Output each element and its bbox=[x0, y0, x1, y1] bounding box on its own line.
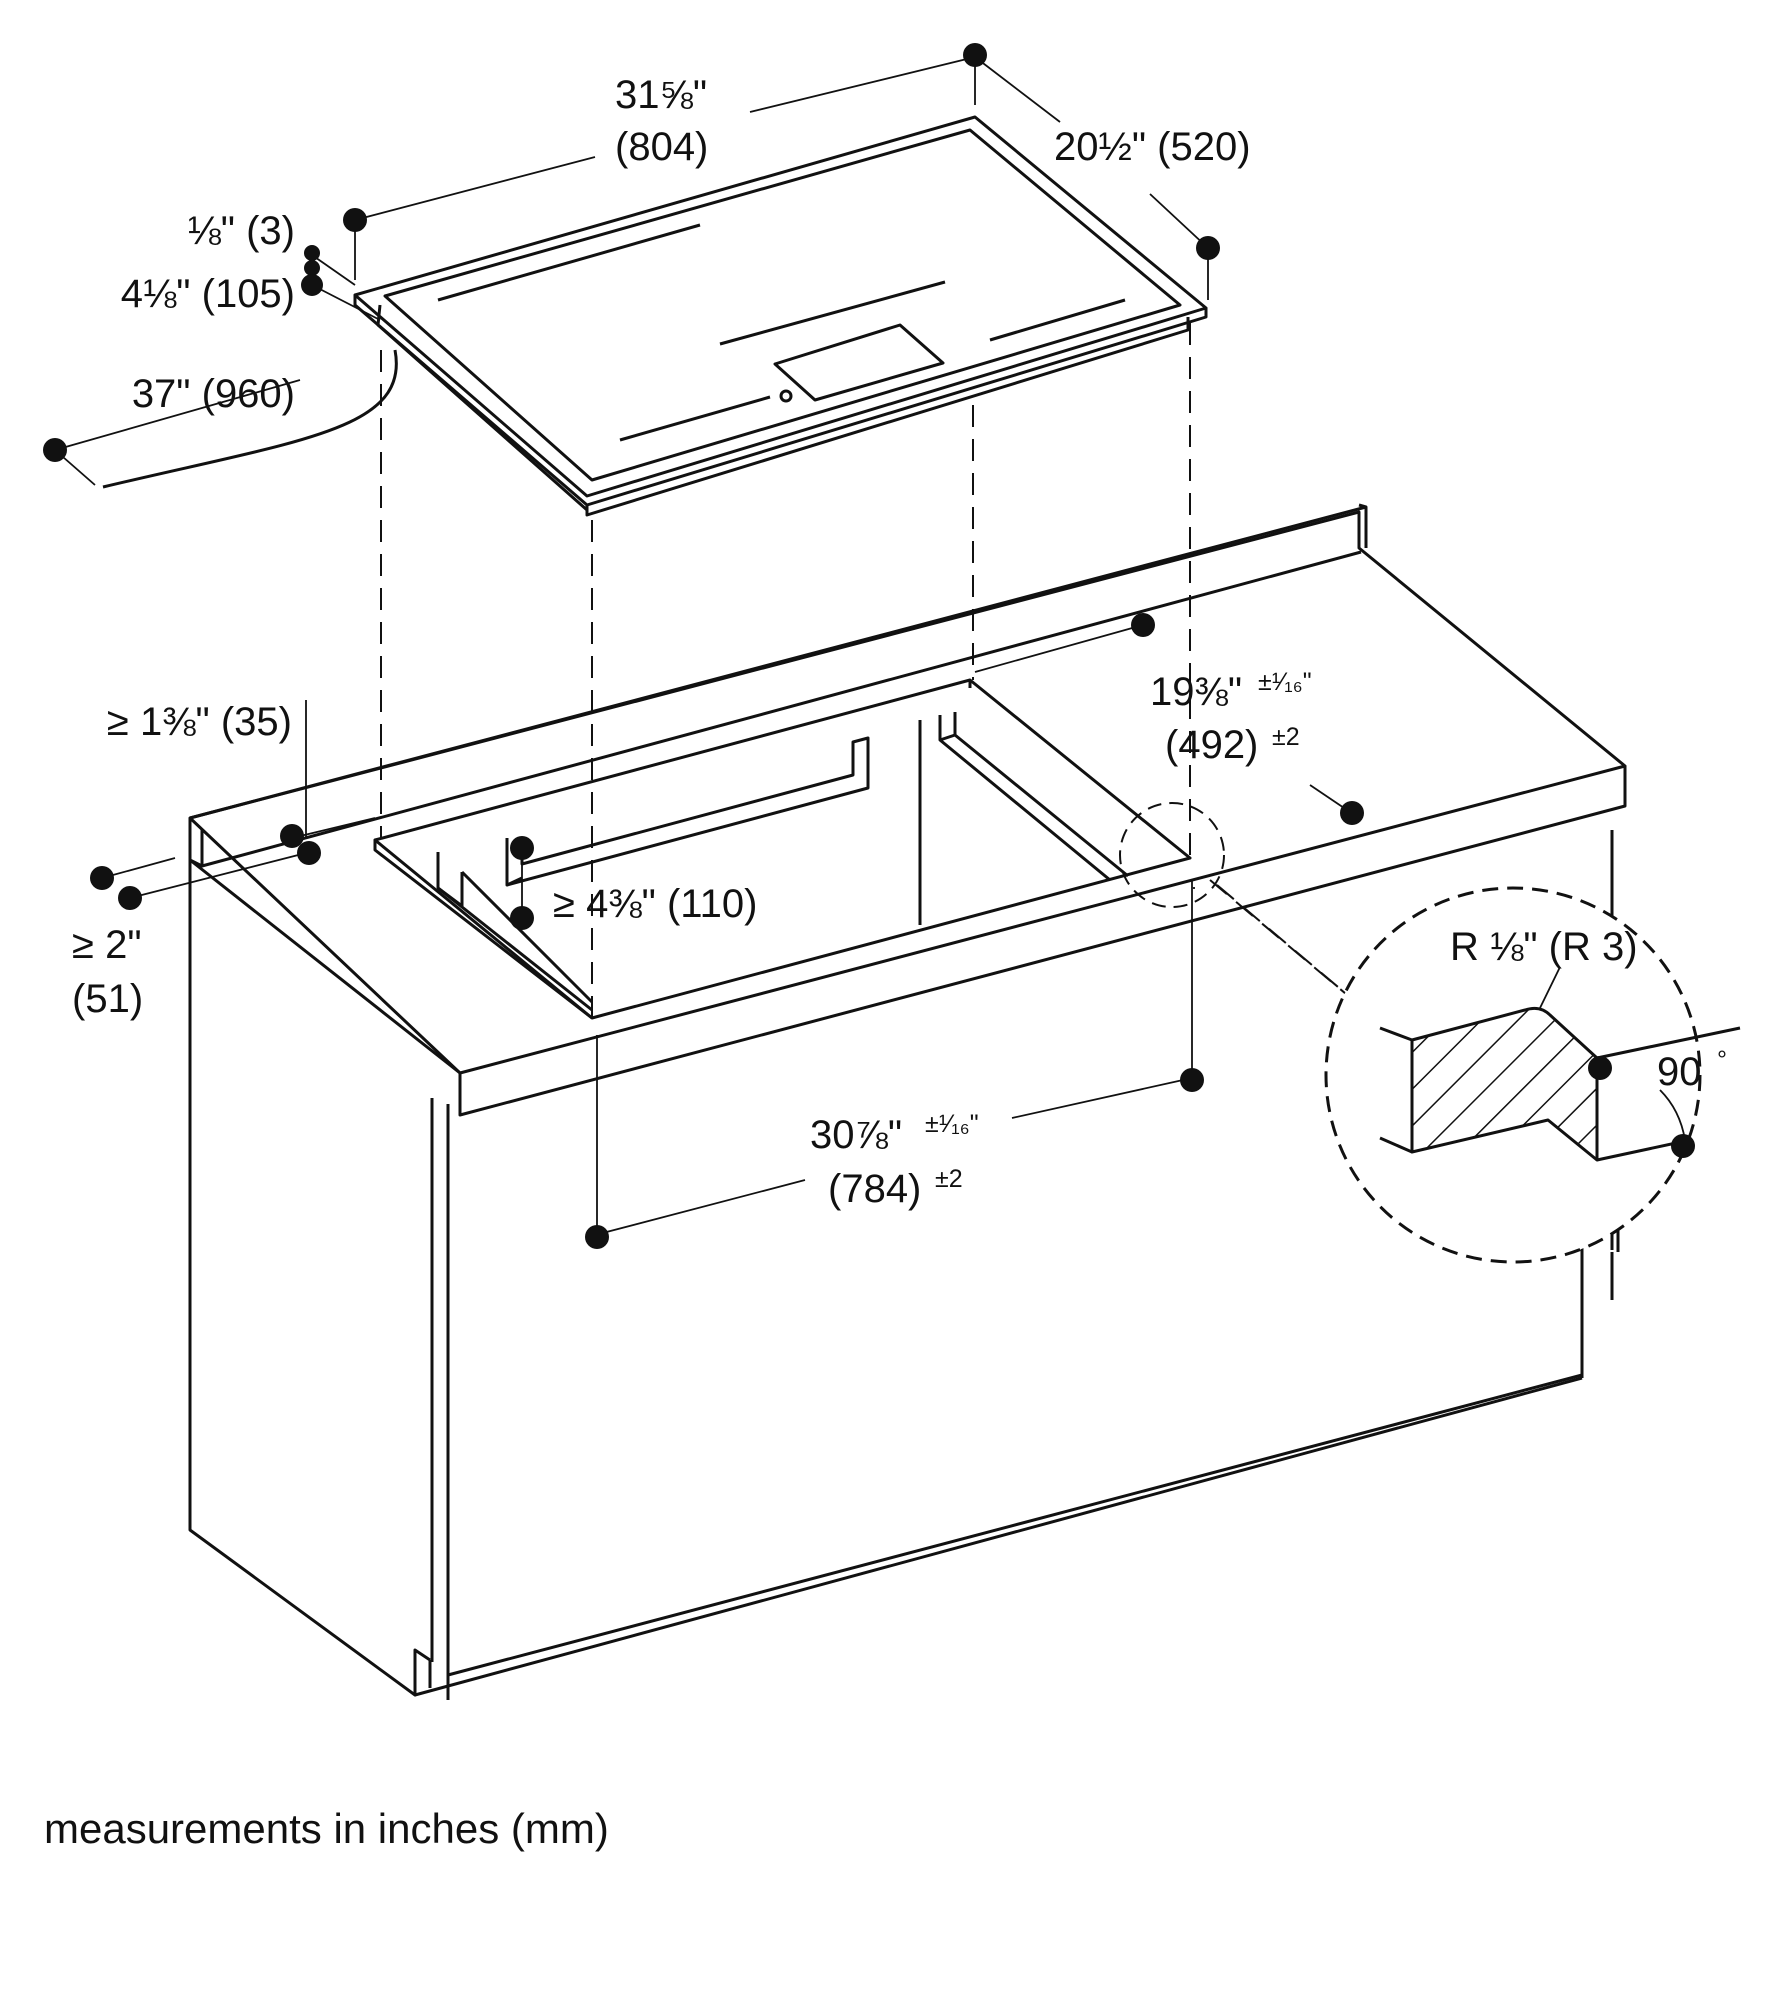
power-cable bbox=[102, 349, 398, 489]
label-detail-radius: R ⅛" (R 3) bbox=[1450, 925, 1638, 969]
label-cutout-depth-mm: (492) bbox=[1165, 723, 1258, 767]
label-cutout-depth-tol: ±¹⁄₁₆" bbox=[1258, 668, 1312, 696]
label-cutout-width-mm: (784) bbox=[828, 1167, 921, 1211]
label-frame-thickness: ⅛" (3) bbox=[187, 209, 295, 253]
label-cutout-depth-mm-tol: ±2 bbox=[1272, 723, 1300, 751]
label-cutout-depth: 19⅜" bbox=[1150, 670, 1242, 714]
edge-detail bbox=[1324, 886, 1741, 1264]
dimension-markers bbox=[43, 43, 1364, 1249]
label-cutout-width-tol: ±¹⁄₁₆" bbox=[925, 1110, 979, 1138]
label-detail-angle: 90 bbox=[1657, 1050, 1702, 1094]
label-front-distance-mm: (51) bbox=[72, 977, 143, 1021]
label-cable-length: 37" (960) bbox=[132, 372, 295, 416]
label-back-distance: ≥ 1⅜" (35) bbox=[107, 700, 292, 744]
label-cutout-width-mm-tol: ±2 bbox=[935, 1165, 963, 1193]
label-front-distance: ≥ 2" bbox=[72, 923, 142, 967]
cooktop bbox=[353, 115, 1208, 517]
label-clearance-below: ≥ 4⅜" (110) bbox=[553, 882, 757, 926]
label-hob-height: 4⅛" (105) bbox=[121, 272, 295, 316]
label-hob-depth: 20½" (520) bbox=[1054, 125, 1251, 169]
label-cutout-width: 30⅞" bbox=[810, 1113, 902, 1157]
label-hob-width-mm: (804) bbox=[615, 125, 708, 169]
label-detail-degree: ° bbox=[1717, 1046, 1727, 1074]
measurement-caption: measurements in inches (mm) bbox=[44, 1805, 609, 1852]
detail-callout-ring bbox=[1119, 802, 1225, 908]
label-hob-width: 31⅝" bbox=[615, 73, 707, 117]
dimension-labels: 31⅝" (804) 20½" (520) ⅛" (3) 4⅛" (105) 3… bbox=[72, 73, 1727, 1211]
dimension-lines bbox=[54, 56, 1351, 1236]
base-cabinet bbox=[188, 503, 1627, 1700]
